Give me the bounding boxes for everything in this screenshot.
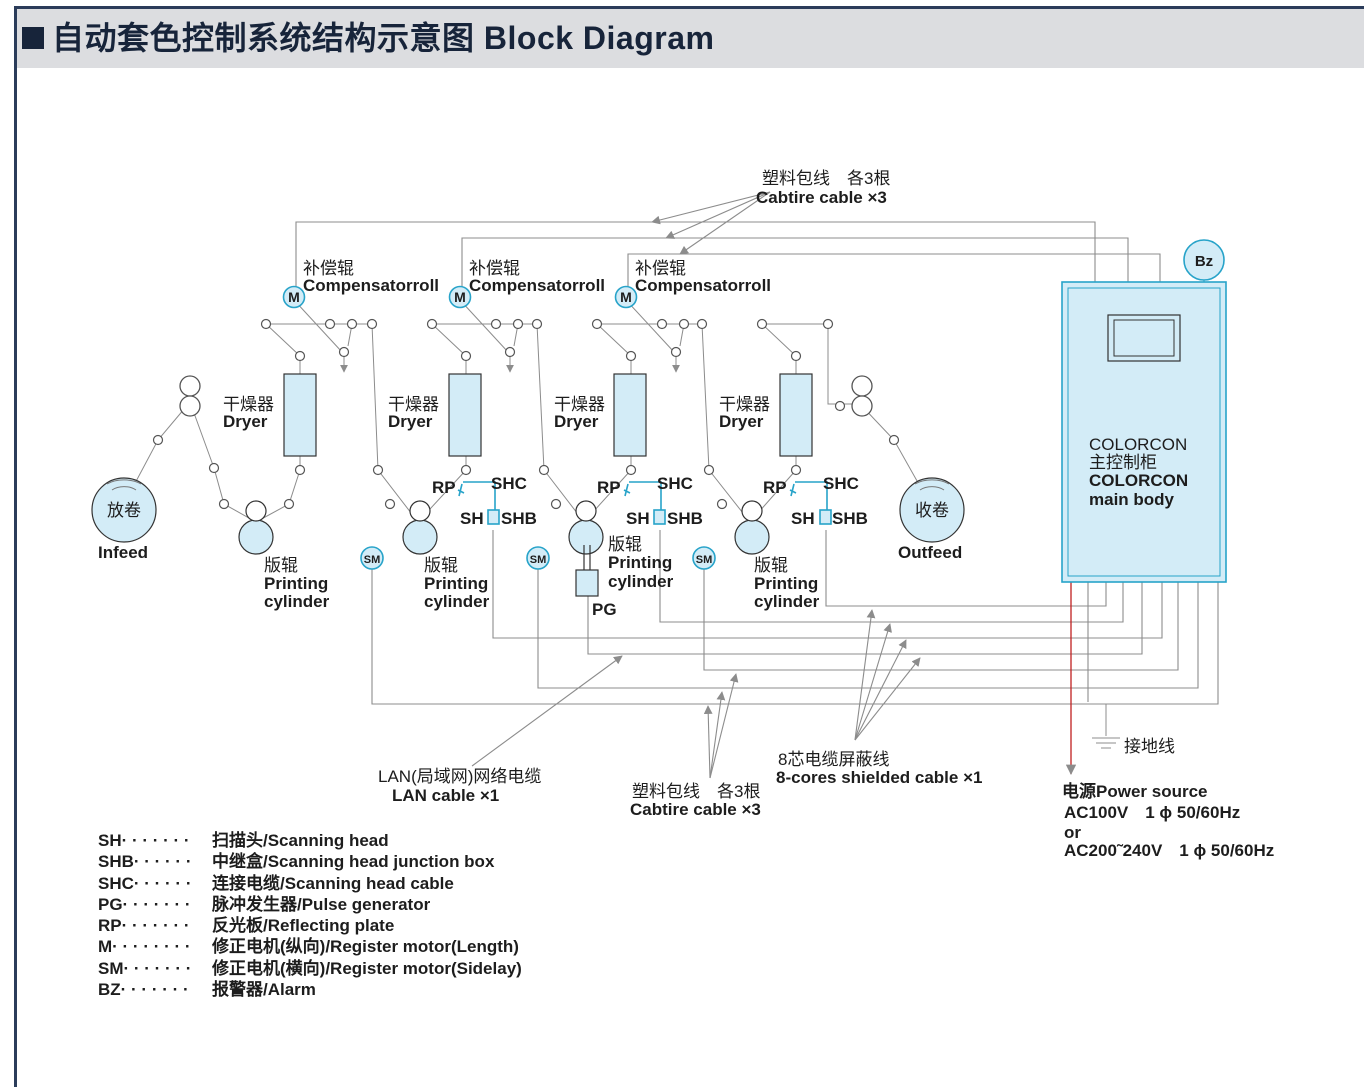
power-line-2: AC100V 1 ϕ 50/60Hz [1064,803,1240,822]
legend-row: BZ· · · · · · · 报警器/Alarm [98,980,316,1000]
infeed-zh: 放卷 [107,501,141,520]
dryer-1-en: Dryer [223,412,268,431]
title-square-icon [22,27,44,49]
outfeed-en: Outfeed [898,543,962,562]
shb-3: SHB [832,509,868,528]
print-2-en2: cylinder [424,592,490,611]
cabinet-line-1: COLORCON [1089,435,1187,454]
print-4-zh: 版辊 [754,556,788,575]
sh-2: SH [626,509,650,528]
header-bar [17,9,1364,68]
power-line-4: AC200˜240V 1 ϕ 50/60Hz [1064,841,1274,860]
sh-1: SH [460,509,484,528]
motor-sm-2: SM [530,554,547,566]
compensator-3-en: Compensatorroll [635,276,771,295]
cabinet-line-4: main body [1089,490,1175,509]
register-motors-length [282,285,638,309]
compensator-1-zh: 补偿辊 [303,259,354,278]
lower-cables [371,530,1219,705]
cabtire-bottom-zh: 塑料包线 各3根 [632,782,760,801]
cabtire-top-zh: 塑料包线 各3根 [762,169,890,188]
callout-arrows [471,191,921,779]
outfeed-zh: 收卷 [915,501,949,520]
compensator-1-en: Compensatorroll [303,276,439,295]
shielded-en: 8-cores shielded cable ×1 [776,768,982,787]
motor-sm-3: SM [696,554,713,566]
motor-sm-1: SM [364,554,381,566]
print-1-en1: Printing [264,574,328,593]
main-cabinet [1061,281,1227,583]
page-title: 自动套色控制系统结构示意图 Block Diagram [22,13,714,59]
dryer-3-en: Dryer [554,412,599,431]
shielded-zh: 8芯电缆屏蔽线 [778,750,889,769]
ground-label: 接地线 [1124,737,1175,756]
legend-row: M· · · · · · · · 修正电机(纵向)/Register motor… [98,937,519,957]
scanning-heads [457,481,832,525]
ground-symbol [1092,704,1120,749]
print-4-en1: Printing [754,574,818,593]
power-line-1: 电源Power source [1062,781,1208,801]
shc-3: SHC [823,474,859,493]
dryer-2-zh: 干燥器 [388,395,439,414]
infeed-en: Infeed [98,543,148,562]
power-line-3: or [1064,823,1081,842]
bz-label: Bz [1195,253,1213,270]
dryer-3-zh: 干燥器 [554,395,605,414]
compensator-2-en: Compensatorroll [469,276,605,295]
dryer-1-zh: 干燥器 [223,395,274,414]
printing-cylinders [238,500,770,555]
cabinet-line-3: COLORCON [1089,471,1188,490]
print-1-zh: 版辊 [264,556,298,575]
infeed-reel [91,477,157,543]
print-1-en2: cylinder [264,592,330,611]
dryer-4-en: Dryer [719,412,764,431]
lan-en: LAN cable ×1 [392,786,499,805]
print-4-en2: cylinder [754,592,820,611]
sh-3: SH [791,509,815,528]
page-frame [14,6,1364,1087]
dryers [283,373,813,457]
shb-1: SHB [501,509,537,528]
legend-row: SHC· · · · · · 连接电缆/Scanning head cable [98,873,454,893]
shb-2: SHB [667,509,703,528]
legend-row: PG· · · · · · · 脉冲发生器/Pulse generator [98,894,431,914]
dryer-4-zh: 干燥器 [719,395,770,414]
pg-label: PG [592,600,617,619]
motor-m-2: M [454,289,466,305]
dryer-2-en: Dryer [388,412,433,431]
outfeed-reel [899,477,965,543]
shc-1: SHC [491,474,527,493]
legend-row: SHB· · · · · · 中继盒/Scanning head junctio… [98,852,495,872]
rp-2: RP [597,478,621,497]
lan-zh: LAN(局域网)网络电缆 [378,767,541,786]
pulse-generator [575,545,599,597]
guide-rollers [152,318,900,510]
motor-m-3: M [620,289,632,305]
motor-m-1: M [288,289,300,305]
cabtire-bottom-en: Cabtire cable ×3 [630,800,761,819]
cabinet-line-2: 主控制柜 [1089,453,1157,472]
legend-row: SH· · · · · · · 扫描头/Scanning head [98,831,389,850]
legend: SH· · · · · · · 扫描头/Scanning head SHB· ·… [98,830,522,1000]
rp-3: RP [763,478,787,497]
print-2-en1: Printing [424,574,488,593]
cabtire-top-en: Cabtire cable ×3 [756,188,887,207]
nip-rollers [179,375,873,417]
rp-1: RP [432,478,456,497]
print-3-en1: Printing [608,553,672,572]
print-3-zh: 版辊 [608,535,642,554]
compensator-arms [293,299,685,373]
shc-2: SHC [657,474,693,493]
alarm-bz [1183,239,1225,282]
compensator-3-zh: 补偿辊 [635,259,686,278]
legend-row: RP· · · · · · · 反光板/Reflecting plate [98,916,395,936]
page-title-text: 自动套色控制系统结构示意图 Block Diagram [52,20,715,56]
print-3-en2: cylinder [608,572,674,591]
cabtire-cables-top [295,221,1161,290]
legend-row: SM· · · · · · · 修正电机(横向)/Register motor(… [98,958,522,978]
compensator-2-zh: 补偿辊 [469,259,520,278]
register-motors-sidelay [360,546,716,570]
print-2-zh: 版辊 [424,556,458,575]
